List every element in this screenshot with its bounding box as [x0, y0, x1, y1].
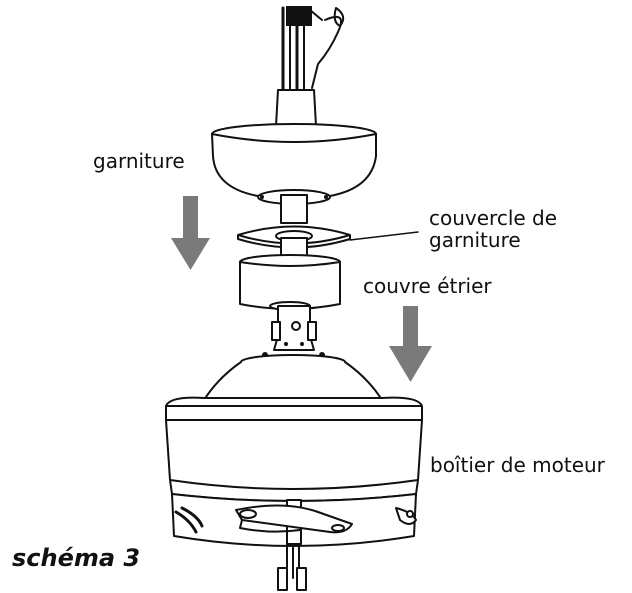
supply-wires: [281, 6, 345, 92]
yoke-cover: [239, 254, 341, 311]
down-arrow-left: [171, 196, 210, 270]
down-arrow-right: [389, 306, 432, 382]
canopy: [211, 123, 377, 224]
yoke-cover-label: couvre étrier: [363, 274, 492, 298]
motor-housing: [165, 354, 423, 547]
canopy-label: garniture: [93, 149, 185, 173]
figure-caption: schéma 3: [12, 544, 141, 572]
canopy-cover-label-line2: garniture: [429, 228, 521, 252]
motor-yoke: [262, 305, 325, 358]
canopy-cover-label: couvercle de garniture: [429, 207, 557, 251]
canopy-cover-leader-line: [349, 231, 419, 241]
canopy-cover-label-line1: couvercle de: [429, 206, 558, 230]
motor-housing-label: boîtier de moteur: [430, 453, 605, 477]
motor-lead-wires: [277, 543, 307, 591]
downrod-collar: [275, 89, 317, 127]
